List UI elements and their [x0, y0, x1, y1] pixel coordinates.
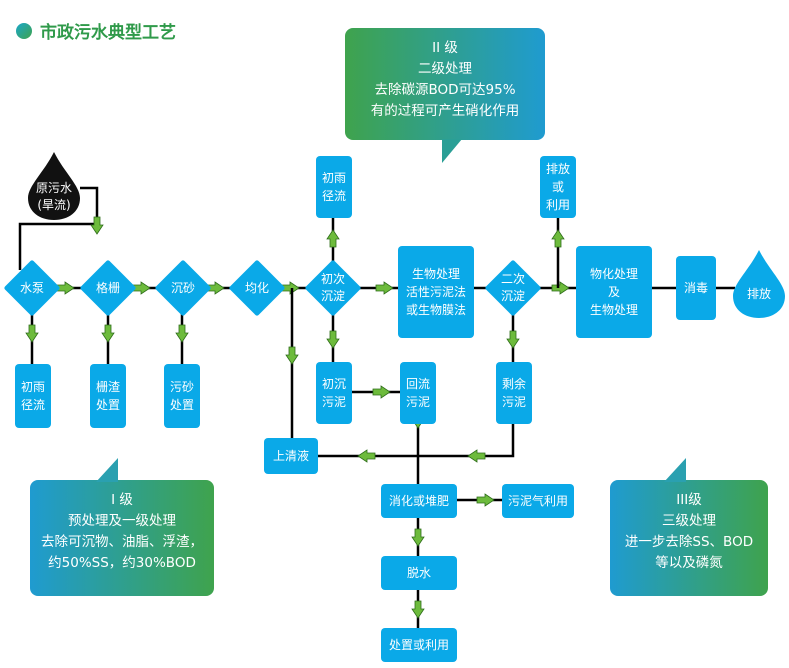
arrow-digestion-dewater	[411, 528, 425, 547]
callout-level3-line: 进一步去除SS、BOD	[624, 534, 754, 550]
arrow-secondary-physchem	[551, 281, 570, 295]
screenings-disposal-box: 栅渣 处置	[90, 364, 126, 428]
bio-treatment-box: 生物处理 活性污泥法 或生物膜法	[398, 246, 474, 338]
callout-level1-line: 约50%SS，约30%BOD	[48, 555, 196, 571]
callout-level2-tail	[442, 139, 462, 163]
callout-level1-line: I 级	[111, 492, 133, 508]
secondary-settle-node: 二次 沉淀	[484, 259, 542, 317]
arrow-raw-water	[90, 216, 104, 235]
arrow-supernatant	[357, 449, 376, 463]
primary-settle-node: 初次 沉淀	[304, 259, 362, 317]
arrow-pump-rain	[25, 324, 39, 343]
disinfect-box: 消毒	[676, 256, 716, 320]
pump-node: 水泵	[3, 259, 61, 317]
callout-level1-tail	[96, 458, 118, 482]
primary-sludge-box: 初沉 污泥	[316, 362, 352, 424]
bullet-icon	[16, 22, 32, 39]
excess-sludge-box: 剩余 污泥	[496, 362, 532, 424]
callout-level2-line: 有的过程可产生硝化作用	[370, 103, 520, 119]
pump-label: 水泵	[19, 280, 44, 295]
arrow-secondary-excess	[506, 330, 520, 349]
callout-level1-line: 去除可沉物、油脂、浮渣，	[41, 534, 203, 550]
arrow-grit-disposal	[175, 324, 189, 343]
physchem-box: 物化处理 及 生物处理	[576, 246, 652, 338]
final-disposal-box: 处置或利用	[381, 628, 457, 662]
dewater-box: 脱水	[381, 556, 457, 590]
line-excess-digestion	[418, 424, 515, 458]
callout-level1-line: 预处理及一级处理	[68, 513, 176, 529]
screen-node: 格栅	[79, 259, 137, 317]
page-title: 市政污水典型工艺	[40, 23, 176, 43]
arrow-dewater-disposal	[411, 600, 425, 619]
callout-level3-line: 三级处理	[662, 513, 716, 529]
arrow-digestion-biogas	[476, 493, 495, 507]
biogas-use-box: 污泥气利用	[502, 484, 574, 518]
return-sludge-box: 回流 污泥	[400, 362, 436, 424]
rain-runoff-box-1: 初雨 径流	[15, 364, 51, 428]
raw-water-label: 原污水 (旱流)	[35, 181, 72, 212]
primary-settle-label: 初次 沉淀	[320, 272, 345, 303]
arrow-equalize-primary	[281, 281, 300, 295]
grit-node: 沉砂	[154, 259, 212, 317]
callout-level3: III级 三级处理 进一步去除SS、BOD 等以及磷氮	[610, 480, 768, 596]
arrow-equalize-supernatant	[285, 346, 299, 365]
callout-level2-line: 去除碳源BOD可达95%	[374, 82, 516, 98]
title-row: 市政污水典型工艺	[16, 18, 176, 43]
callout-level2: II 级 二级处理 去除碳源BOD可达95% 有的过程可产生硝化作用	[345, 28, 545, 140]
supernatant-box: 上清液	[264, 438, 318, 474]
discharge-reuse-box: 排放 或 利用	[540, 156, 576, 218]
grit-label: 沉砂	[170, 280, 195, 295]
arrow-primary-sludge	[326, 330, 340, 349]
secondary-settle-label: 二次 沉淀	[500, 272, 525, 303]
raw-water-drop-icon	[28, 152, 80, 220]
discharge-label: 排放	[746, 287, 771, 301]
arrow-primary-bio	[375, 281, 394, 295]
equalize-label: 均化	[244, 280, 269, 295]
callout-level3-tail	[664, 458, 686, 482]
callout-level1: I 级 预处理及一级处理 去除可沉物、油脂、浮渣， 约50%SS，约30%BOD	[30, 480, 214, 596]
callout-level2-line: II 级	[432, 40, 458, 56]
arrow-grit-equalize	[206, 281, 225, 295]
arrow-excess-digestion	[467, 449, 486, 463]
arrow-primary-return	[372, 385, 391, 399]
callout-level3-line: 等以及磷氮	[655, 555, 723, 571]
arrow-primary-rain	[326, 229, 340, 248]
screen-label: 格栅	[95, 280, 120, 295]
digestion-box: 消化或堆肥	[381, 484, 457, 518]
equalize-node: 均化	[228, 259, 286, 317]
callout-level3-line: III级	[676, 492, 702, 508]
arrow-screen-disposal	[101, 324, 115, 343]
arrow-screen-grit	[132, 281, 151, 295]
callout-level2-line: 二级处理	[418, 61, 472, 77]
arrow-pump-screen	[56, 281, 75, 295]
grit-disposal-box: 污砂 处置	[164, 364, 200, 428]
arrow-secondary-reuse	[551, 229, 565, 248]
discharge-drop-icon	[733, 250, 785, 318]
rain-runoff-box-2: 初雨 径流	[316, 156, 352, 218]
